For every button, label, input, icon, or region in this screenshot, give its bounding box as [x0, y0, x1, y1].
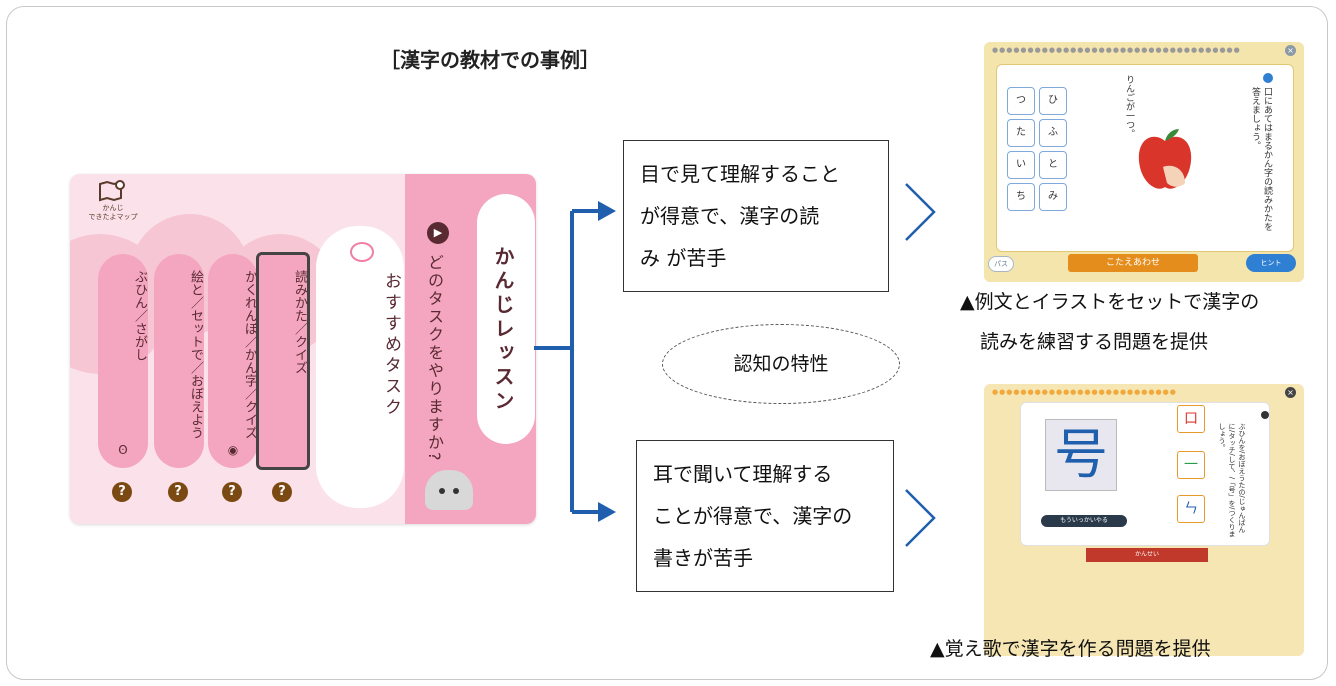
caption-line: 読みを練習する問題を提供: [980, 331, 1209, 353]
task-icon: ◉: [227, 443, 239, 457]
caption-line: ▲例文とイラストをセットで漢字の: [960, 291, 1260, 313]
task-label: 絵と／セットで／おぼえよう: [188, 270, 203, 439]
exercise-instruction: ぶひんを/おぼえうたの/じゅんばんに/タッチ/して、/「号」を/つくりましょう。: [1218, 423, 1246, 538]
recommended-label: おすすめタスク: [381, 272, 401, 419]
writing-exercise-screenshot: ●●●●●●●●●●●●●●●●●●●●●●●●●● × 号 口 一 ㄣ ぶひん…: [984, 384, 1304, 656]
pass-button[interactable]: パス: [988, 256, 1014, 272]
task-pill-buhin[interactable]: ぶひん／さがし ʘ: [98, 254, 148, 468]
audio-play-icon[interactable]: [1261, 411, 1269, 419]
complete-button[interactable]: かんせい: [1086, 548, 1208, 562]
hint-button[interactable]: ヒント: [1246, 254, 1296, 272]
help-icon[interactable]: ?: [222, 482, 242, 502]
kanji-drawing-area[interactable]: 号: [1045, 419, 1117, 491]
kanji-lesson-app-screenshot: かんじ できたよマップ ぶひん／さがし ʘ 絵と／セットで／おぼえよう かくれん…: [70, 174, 536, 524]
kana-cell[interactable]: た: [1007, 119, 1035, 147]
lesson-title: かんじレッスン: [491, 246, 515, 414]
lesson-side-panel: ▶ どのタスクをやりますか? かんじレッスン: [405, 174, 536, 524]
task-pill-kakurenbo[interactable]: かくれんぼ／かん字／クイズ ◉: [208, 254, 258, 468]
map-icon[interactable]: かんじ できたよマップ: [80, 180, 146, 222]
task-label: 読みかた／クイズ: [292, 270, 307, 374]
recommended-task-panel: おすすめタスク: [316, 226, 404, 508]
box-line: が得意で、漢字の読: [640, 204, 820, 228]
page-title: ［漢字の教材での事例］: [380, 48, 600, 72]
help-icon[interactable]: ?: [112, 482, 132, 502]
box-line: 耳で聞いて理解する: [653, 462, 833, 486]
box-line: ことが得意で、漢字の: [653, 504, 853, 528]
auditory-learner-box: 耳で聞いて理解する ことが得意で、漢字の 書きが苦手: [636, 440, 894, 592]
example-sentence: りんごが一つ。: [1124, 75, 1134, 138]
reading-exercise-screenshot: ●●●●●●●●●●●●●●●●●●●●●●●●●●●●●●●●●●● × つ …: [984, 42, 1304, 282]
box-line: 書きが苦手: [653, 546, 753, 570]
task-icon: ʘ: [118, 443, 128, 457]
kana-cell[interactable]: つ: [1007, 87, 1035, 115]
progress-dots: ●●●●●●●●●●●●●●●●●●●●●●●●●●●●●●●●●●●: [992, 46, 1241, 54]
help-icon[interactable]: ?: [168, 482, 188, 502]
exercise-card: つ ひ た ふ い と ち み りんごが一つ。 口にあてはまるかん字の読みかたを…: [996, 64, 1294, 252]
task-pill-e-to-set[interactable]: 絵と／セットで／おぼえよう: [154, 254, 204, 468]
box-line: 目で見て理解すること: [640, 162, 840, 186]
kana-cell[interactable]: ち: [1007, 183, 1035, 211]
close-icon[interactable]: ×: [1285, 387, 1296, 398]
part-cell[interactable]: ㄣ: [1177, 495, 1205, 523]
visual-learner-box: 目で見て理解すること が得意で、漢字の読 み が苦手: [623, 140, 889, 292]
box-line: み が苦手: [640, 246, 727, 270]
kana-cell[interactable]: ふ: [1039, 119, 1067, 147]
mascot-icon: [425, 470, 473, 510]
task-question: どのタスクをやりますか?: [425, 254, 444, 463]
help-icon[interactable]: ?: [272, 482, 292, 502]
exercise-prompt: 口にあてはまるかん字の読みかたを答えましょう。: [1250, 87, 1272, 231]
kana-cell[interactable]: い: [1007, 151, 1035, 179]
map-label: かんじ できたよマップ: [88, 204, 138, 221]
task-label: かくれんぼ／かん字／クイズ: [242, 270, 257, 439]
task-label: ぶひん／さがし: [132, 270, 147, 361]
cognitive-trait-ellipse: 認知の特性: [662, 324, 900, 404]
audio-play-icon[interactable]: [1263, 73, 1273, 83]
kana-cell[interactable]: ひ: [1039, 87, 1067, 115]
outer-frame: [6, 6, 1328, 680]
kana-cell[interactable]: と: [1039, 151, 1067, 179]
task-pill-yomikata-selected[interactable]: 読みかた／クイズ: [256, 252, 310, 470]
progress-dots: ●●●●●●●●●●●●●●●●●●●●●●●●●●: [992, 388, 1177, 396]
speech-bubble-icon: [350, 242, 374, 262]
apple-illustration: [1138, 129, 1192, 189]
replay-button[interactable]: もういっかいやる: [1041, 515, 1127, 527]
caption-writing: ▲覚え歌で漢字を作る問題を提供: [930, 638, 1211, 660]
caption-reading: ▲例文とイラストをセットで漢字の 読みを練習する問題を提供: [960, 282, 1259, 362]
cloud-shape: [477, 194, 535, 444]
part-cell[interactable]: 一: [1177, 451, 1205, 479]
play-icon[interactable]: ▶: [427, 222, 449, 244]
exercise-card: 号 口 一 ㄣ ぶひんを/おぼえうたの/じゅんばんに/タッチ/して、/「号」を/…: [1020, 402, 1270, 546]
close-icon[interactable]: ×: [1285, 45, 1296, 56]
part-cell[interactable]: 口: [1177, 405, 1205, 433]
check-answer-button[interactable]: こたえあわせ: [1068, 254, 1198, 272]
kana-cell[interactable]: み: [1039, 183, 1067, 211]
